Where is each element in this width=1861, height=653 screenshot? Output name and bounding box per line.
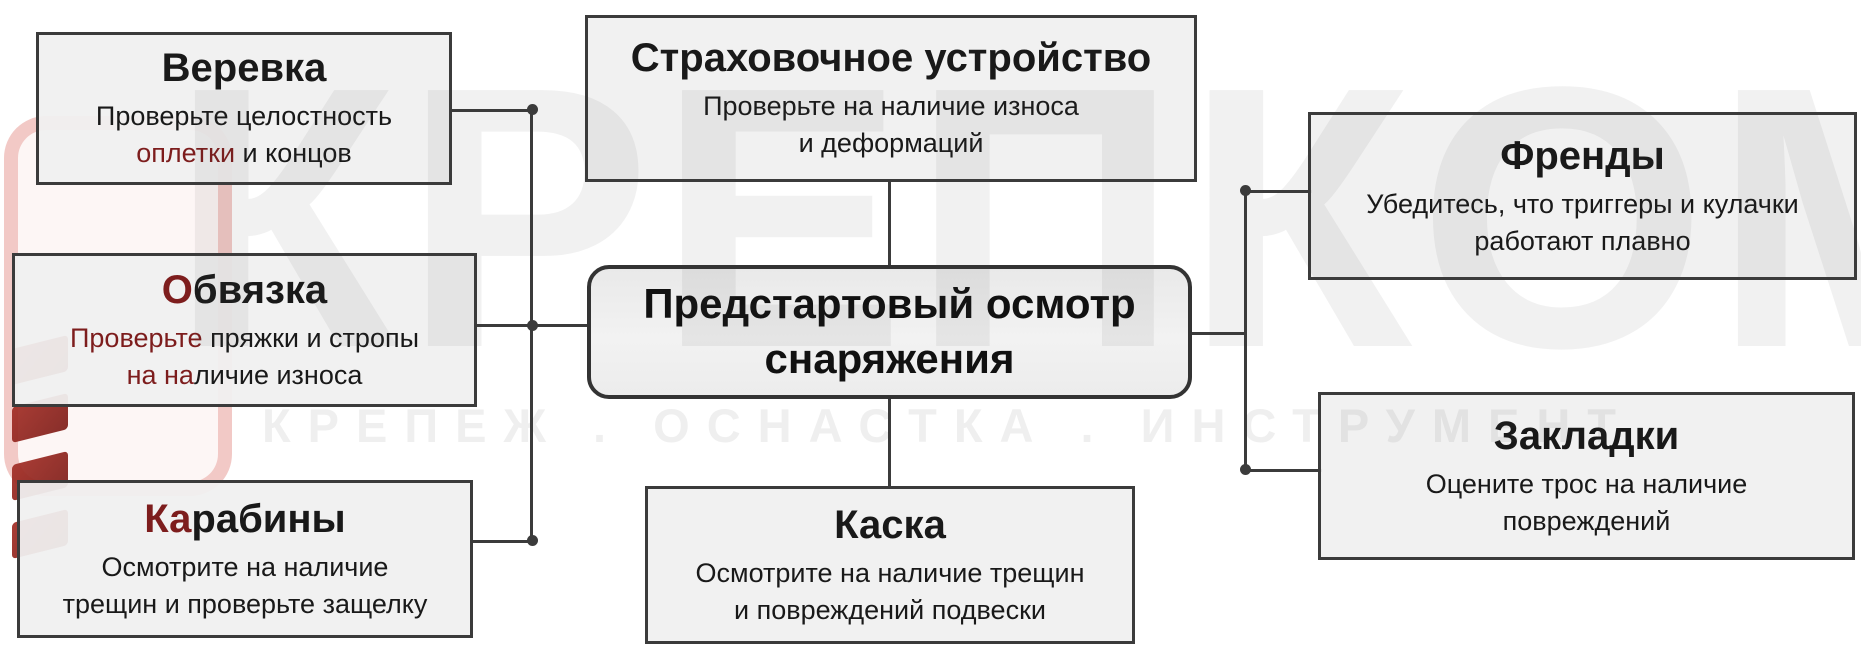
connector-junction-dot (527, 535, 538, 546)
connector-center-to-helmet (888, 398, 891, 488)
connector-junction-dot (1240, 185, 1251, 196)
node-rope-title: Веревка (161, 46, 327, 91)
node-cams-title: Френды (1500, 133, 1665, 178)
node-nuts-title: Закладки (1493, 413, 1680, 458)
connector-carabiners (473, 540, 533, 543)
connector-cams (1244, 190, 1312, 193)
node-helmet-title: Каска (834, 502, 946, 547)
connector-nuts (1244, 469, 1322, 472)
node-central-inspection: Предстартовый осмотр снаряжения (587, 265, 1192, 399)
connector-junction-dot (1240, 464, 1251, 475)
connector-junction-dot (527, 104, 538, 115)
connector-center-to-right (1192, 332, 1247, 335)
connector-rope (452, 109, 532, 112)
node-carabiners-title: Карабины (144, 496, 346, 541)
node-cams: Френды Убедитесь, что триггеры и кулачки… (1308, 112, 1857, 280)
connector-belay-to-center (888, 182, 891, 267)
connector-junction-dot (527, 320, 538, 331)
node-belay-device: Страховочное устройство Проверьте на нал… (585, 15, 1197, 182)
central-title-line-1: Предстартовый осмотр (643, 280, 1136, 328)
central-title-line-2: снаряжения (764, 335, 1015, 382)
node-belay-device-title: Страховочное устройство (630, 36, 1152, 81)
connector-right-trunk (1244, 190, 1247, 472)
node-harness-title: Обвязка (161, 267, 328, 312)
